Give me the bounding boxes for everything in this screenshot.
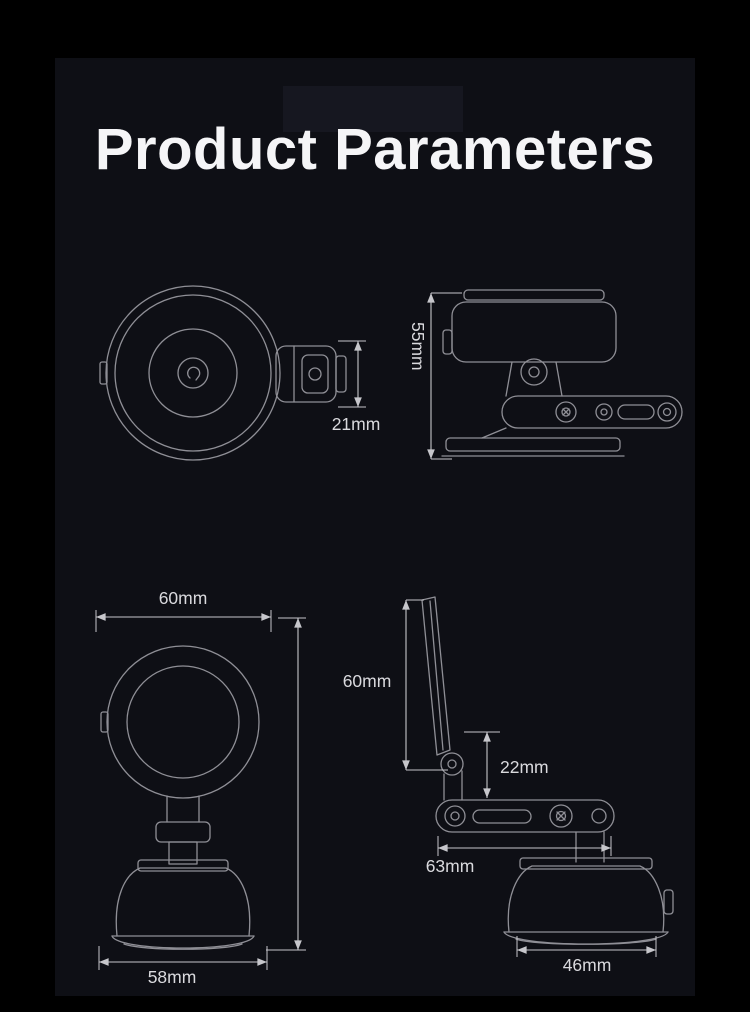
dim-overall-height — [266, 617, 306, 951]
pivot-icon — [595, 403, 613, 421]
dim-label-22mm: 22mm — [500, 757, 549, 777]
dim-label-21mm: 21mm — [332, 414, 381, 434]
dim-head-height: 55mm — [408, 292, 462, 460]
dim-label-60mm-top: 60mm — [159, 588, 208, 608]
stand-neck — [155, 795, 211, 865]
screw-icon — [657, 402, 677, 422]
dim-label-58mm: 58mm — [148, 967, 197, 987]
phone-plate-side — [421, 596, 451, 756]
suction-base-front — [111, 859, 255, 950]
base-plate-side — [441, 437, 625, 457]
magnet-head-side — [442, 289, 617, 397]
dim-label-46mm: 46mm — [563, 955, 612, 975]
dim-label-55mm: 55mm — [408, 322, 428, 371]
side-notch — [100, 711, 109, 733]
suction-base-side — [503, 857, 674, 945]
screw-icon — [555, 401, 577, 423]
page-title: Product Parameters — [94, 117, 656, 182]
side-notch — [663, 889, 674, 915]
view-front-stand: 60mm 58mm — [95, 588, 306, 987]
slot — [617, 404, 655, 420]
dim-ring-width: 60mm — [95, 588, 272, 632]
view-side-head: 55mm — [408, 289, 683, 460]
dim-base-width-side: 46mm — [516, 936, 657, 975]
view-front-head: 21mm — [99, 285, 381, 461]
pivot-icon — [444, 805, 466, 827]
hinge-joint — [440, 752, 464, 801]
magnet-head-front — [99, 285, 281, 461]
dim-plate-height: 60mm — [343, 599, 448, 771]
dim-label-60mm-side: 60mm — [343, 671, 392, 691]
clamp-arm-front — [275, 345, 347, 403]
dim-label-63mm: 63mm — [426, 856, 475, 876]
view-side-stand: 60mm 22mm 63mm 46mm — [343, 596, 674, 975]
side-notch — [99, 361, 108, 385]
dim-base-width-front: 58mm — [98, 946, 268, 987]
background-panel — [55, 58, 695, 996]
center-logo-icon — [187, 366, 201, 381]
linkage-arm-folded — [435, 799, 615, 863]
slot — [472, 809, 532, 824]
magnet-ring-front — [100, 645, 260, 799]
dim-arm-length: 63mm — [426, 836, 612, 876]
dim-arm-height: 21mm — [332, 340, 381, 434]
title-backdrop — [283, 86, 463, 132]
screw-icon — [549, 804, 573, 828]
linkage-arm-side — [481, 395, 683, 439]
dim-hinge-offset: 22mm — [464, 731, 549, 798]
